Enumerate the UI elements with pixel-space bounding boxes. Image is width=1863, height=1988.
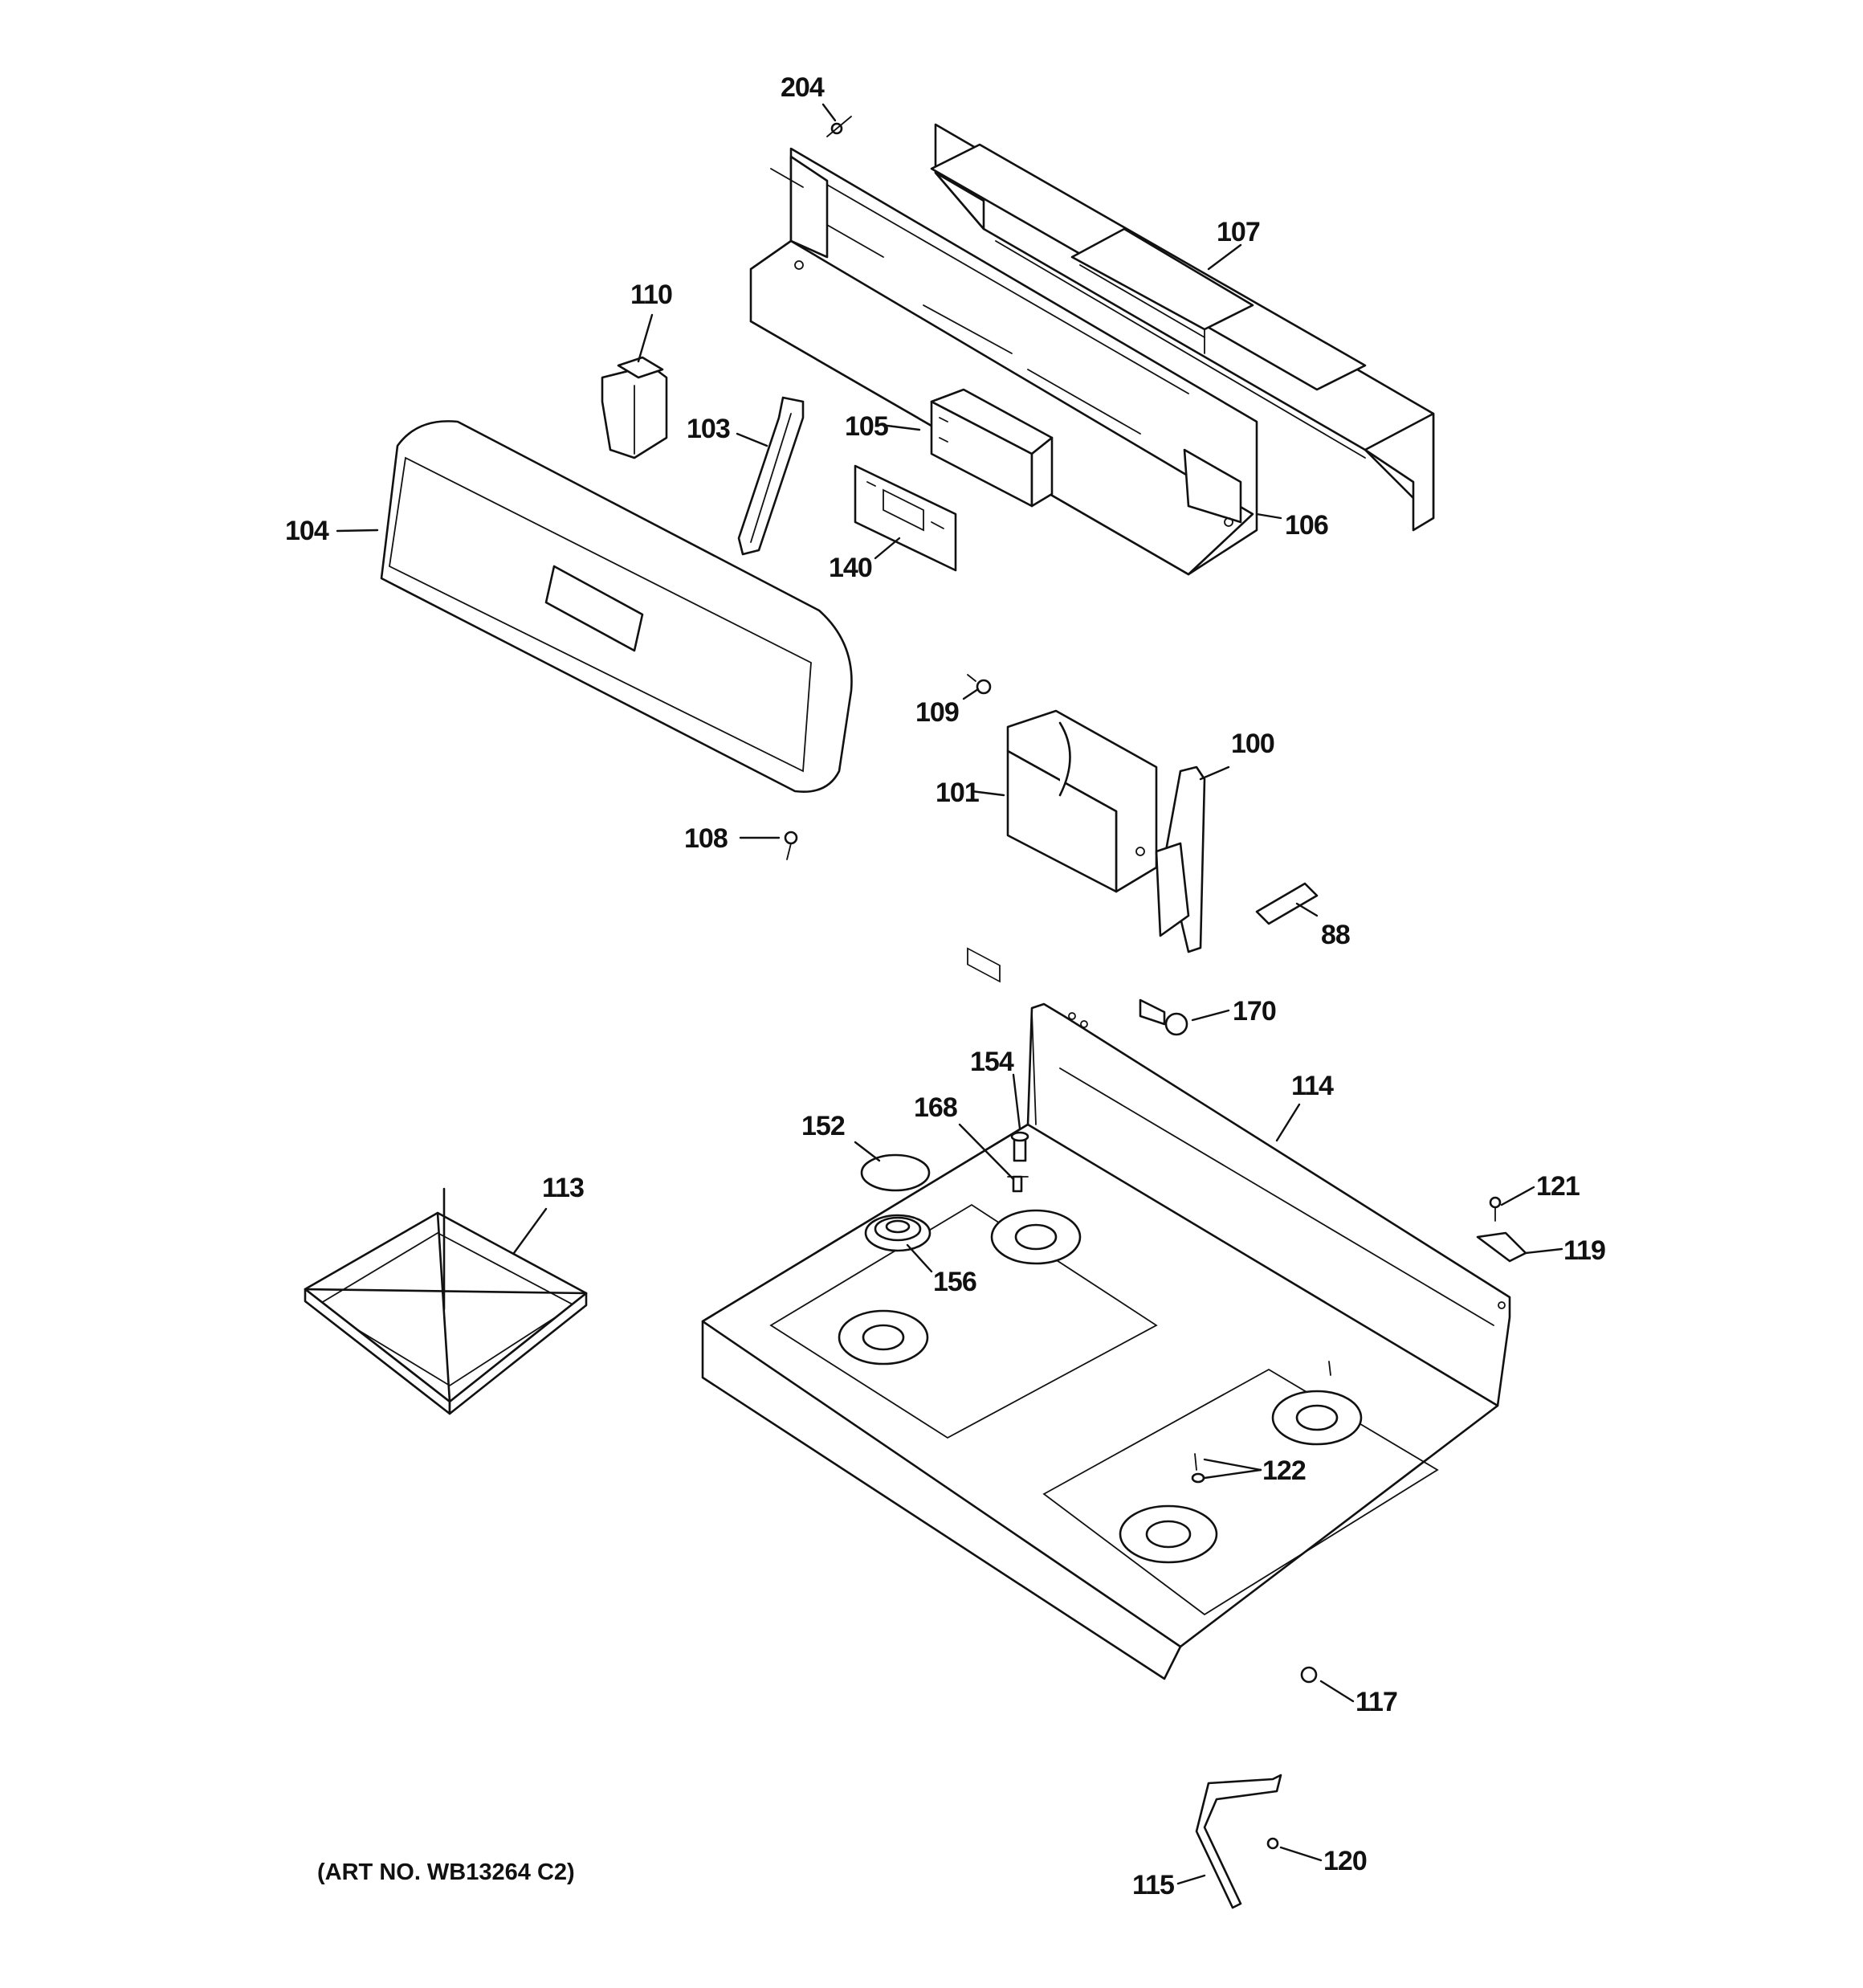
- leader-lines: [336, 103, 1563, 1885]
- part-100-side-trim: [1155, 765, 1206, 953]
- part-114-cooktop: [701, 1002, 1511, 1680]
- callout-108: 108: [684, 823, 728, 854]
- callout-117: 117: [1355, 1687, 1397, 1717]
- part-119-bracket: [1476, 1231, 1527, 1263]
- part-104-backguard: [380, 420, 853, 793]
- part-121-screw: [1489, 1196, 1502, 1222]
- callout-114: 114: [1291, 1071, 1334, 1101]
- callout-140: 140: [829, 553, 872, 583]
- callout-100: 100: [1231, 729, 1274, 759]
- part-106-frame: [749, 147, 1258, 576]
- part-152-burner-cap: [860, 1153, 931, 1192]
- part-103-bracket: [737, 396, 805, 556]
- art-number: (ART NO. WB13264 C2): [317, 1859, 575, 1885]
- part-117-nut: [1300, 1666, 1318, 1684]
- callout-103: 103: [687, 414, 730, 444]
- callout-152: 152: [801, 1111, 845, 1141]
- part-88-clip: [1255, 882, 1319, 925]
- callout-170: 170: [1233, 996, 1276, 1027]
- callout-105: 105: [845, 411, 888, 442]
- part-154-electrode: [1010, 1131, 1029, 1162]
- callout-119: 119: [1563, 1235, 1605, 1266]
- callout-101: 101: [936, 778, 979, 808]
- part-107-rear-panel: [930, 123, 1435, 532]
- part-115-bracket: [1195, 1774, 1282, 1909]
- part-101-bracket-box: [1006, 709, 1158, 893]
- callout-labels: 204 107 110 103 105 104 140 106 109 100 …: [285, 72, 1606, 1900]
- callout-110: 110: [630, 280, 672, 310]
- callout-113: 113: [542, 1173, 584, 1203]
- callout-107: 107: [1217, 217, 1260, 247]
- part-156-burner-head: [864, 1214, 932, 1252]
- callout-106: 106: [1285, 510, 1328, 541]
- part-140-overlay: [854, 464, 957, 572]
- part-109-nut: [967, 674, 992, 695]
- callout-204: 204: [781, 72, 825, 103]
- callout-122: 122: [1262, 1455, 1306, 1486]
- part-105-clock-control: [930, 388, 1054, 983]
- callout-156: 156: [933, 1267, 976, 1297]
- callout-88: 88: [1321, 920, 1350, 950]
- callout-120: 120: [1323, 1846, 1367, 1876]
- part-170-screw: [1139, 998, 1188, 1036]
- callout-168: 168: [914, 1092, 957, 1123]
- callout-109: 109: [915, 697, 959, 728]
- part-204-screw: [826, 116, 852, 137]
- callout-115: 115: [1132, 1870, 1174, 1900]
- part-120-screw: [1266, 1837, 1279, 1850]
- part-113-grate: [304, 1187, 588, 1415]
- part-110-switch: [601, 356, 668, 459]
- part-108-screw: [784, 831, 798, 860]
- callout-121: 121: [1536, 1171, 1580, 1202]
- callout-104: 104: [285, 516, 329, 546]
- callout-154: 154: [970, 1047, 1014, 1077]
